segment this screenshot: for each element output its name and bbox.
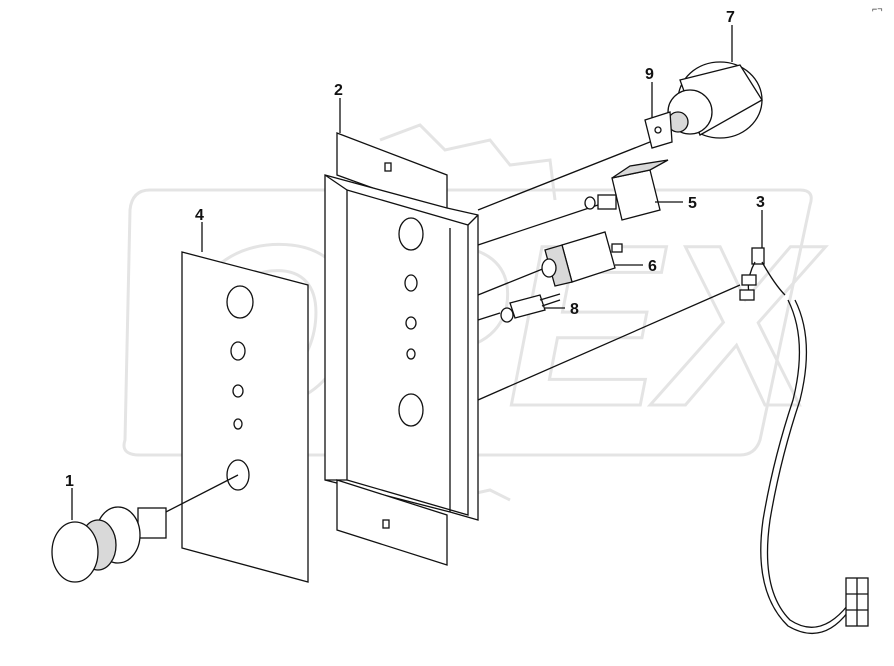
mounting-bracket	[324, 132, 479, 566]
panel-plate	[181, 251, 309, 583]
circuit-breaker	[477, 231, 623, 296]
callout-2: 2	[334, 82, 343, 99]
leader-lines	[71, 25, 763, 520]
toggle-switch	[477, 159, 669, 246]
callout-1: 1	[65, 473, 74, 490]
watermark-frame	[122, 188, 813, 457]
callout-7: 7	[726, 9, 735, 26]
callout-9: 9	[645, 66, 654, 83]
callout-6: 6	[648, 258, 657, 275]
wiring-harness	[477, 247, 869, 634]
callout-8: 8	[570, 301, 579, 318]
indicator-lamp	[477, 293, 561, 323]
callout-4: 4	[195, 207, 204, 224]
key-switch	[477, 61, 763, 211]
push-button	[51, 474, 239, 583]
callout-3: 3	[756, 194, 765, 211]
callout-5: 5	[688, 195, 697, 212]
corner-mark: ⌐¬	[872, 4, 883, 14]
